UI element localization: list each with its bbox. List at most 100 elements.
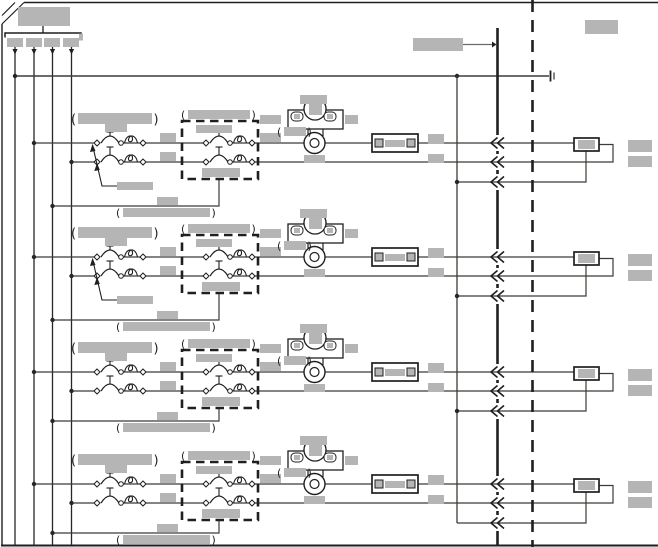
redacted-label	[309, 216, 322, 229]
redacted-label	[345, 115, 358, 124]
switch-contact	[227, 500, 233, 506]
redacted-label	[123, 423, 210, 432]
switch-contact	[93, 387, 101, 395]
callout-arrowhead	[94, 277, 100, 285]
redacted-label	[260, 362, 281, 371]
switch-contact	[118, 273, 124, 279]
redacted-label	[188, 224, 250, 233]
paren-glyph: (	[277, 126, 281, 139]
dashed-relay-box	[180, 460, 260, 522]
station-callout-arrowhead	[492, 41, 497, 48]
circuit-row-3: ()()()()	[31, 324, 652, 435]
redacted-label	[345, 344, 358, 353]
chevron-glyphs	[489, 136, 505, 150]
redacted-label	[160, 362, 176, 371]
switch-loop-icon	[232, 249, 248, 258]
redacted-label	[202, 509, 240, 518]
redacted-label	[78, 454, 152, 465]
connector-chevrons-icon	[488, 288, 507, 304]
paren-glyph: (	[71, 454, 76, 469]
switch-loop-icon	[232, 268, 248, 277]
switch-contact	[118, 140, 124, 146]
switch-contact	[93, 139, 101, 147]
redacted-label	[123, 208, 210, 217]
paren-glyph: )	[308, 126, 312, 139]
wire-control	[52, 408, 220, 422]
switch-contact	[227, 254, 233, 260]
switch-contact	[202, 499, 210, 507]
junction-dot	[50, 317, 55, 323]
paren-glyph: )	[308, 355, 312, 368]
paren-glyph: (	[71, 227, 76, 242]
redacted-label	[385, 369, 405, 376]
valve-indicator-donut-center	[309, 137, 320, 149]
legend-item-label-1	[7, 38, 23, 47]
title-block-label	[18, 7, 70, 26]
paren-glyph: (	[116, 422, 120, 435]
junction-dot	[50, 530, 55, 536]
paren-glyph: (	[181, 109, 185, 122]
redacted-label	[160, 152, 176, 161]
circuit-row-2: ()()()()	[31, 209, 652, 334]
redacted-label	[123, 322, 210, 331]
redacted-label	[628, 385, 652, 396]
paren-glyph: )	[212, 321, 216, 334]
relay-terminal	[406, 252, 416, 262]
redacted-label	[304, 155, 325, 163]
switch-contact	[202, 158, 210, 166]
switch-contact	[118, 159, 124, 165]
switch-loop-icon	[232, 364, 248, 373]
redacted-label	[260, 344, 281, 353]
redacted-label	[327, 228, 333, 233]
paren-glyph: (	[277, 355, 281, 368]
switch-contact	[248, 272, 256, 280]
redacted-label	[260, 229, 281, 238]
redacted-label	[345, 456, 358, 465]
bus-lines	[12, 47, 75, 545]
switch-contact	[202, 387, 210, 395]
redacted-label	[123, 535, 210, 544]
paren-glyph: )	[212, 534, 216, 547]
valve-indicator-donut-center	[309, 366, 320, 378]
callout-arrowhead	[90, 144, 96, 152]
redacted-label	[78, 113, 152, 124]
redacted-label	[300, 209, 327, 218]
paren-glyph: )	[308, 240, 312, 253]
redacted-label	[196, 125, 232, 133]
paren-glyph: (	[181, 450, 185, 463]
chevron-glyphs	[489, 404, 505, 418]
switch-loop-icon	[123, 135, 139, 144]
switch-loop-icon	[123, 476, 139, 485]
redacted-label	[428, 154, 444, 163]
junction-dot	[454, 179, 460, 185]
switch-contact	[139, 368, 147, 376]
dashed-relay-box	[180, 233, 260, 295]
redacted-label	[628, 270, 652, 281]
switch-contact	[139, 499, 147, 507]
header-legend	[4, 7, 83, 47]
redacted-label	[160, 266, 176, 275]
redacted-label	[188, 451, 250, 460]
junction-dot	[69, 159, 74, 165]
dashed-relay-box	[180, 348, 260, 410]
paren-glyph: (	[116, 207, 120, 220]
redacted-label	[294, 343, 300, 348]
relay-terminal	[374, 138, 384, 148]
redacted-label	[260, 133, 281, 142]
chevron-glyphs	[489, 269, 505, 283]
redacted-label	[385, 140, 405, 147]
switch-loop-icon	[232, 135, 248, 144]
switch-contact	[93, 499, 101, 507]
bus-feed-arrow	[68, 49, 75, 55]
switch-contact	[227, 140, 233, 146]
redacted-label	[105, 238, 127, 246]
redacted-label	[188, 339, 250, 348]
redacted-label	[202, 397, 240, 406]
redacted-label	[196, 466, 232, 474]
valve-indicator-donut-center	[309, 478, 320, 490]
paren-glyph: )	[154, 454, 159, 469]
wire-control	[52, 520, 220, 534]
switch-contact	[139, 139, 147, 147]
redacted-label	[160, 247, 176, 256]
switch-contact	[227, 273, 233, 279]
